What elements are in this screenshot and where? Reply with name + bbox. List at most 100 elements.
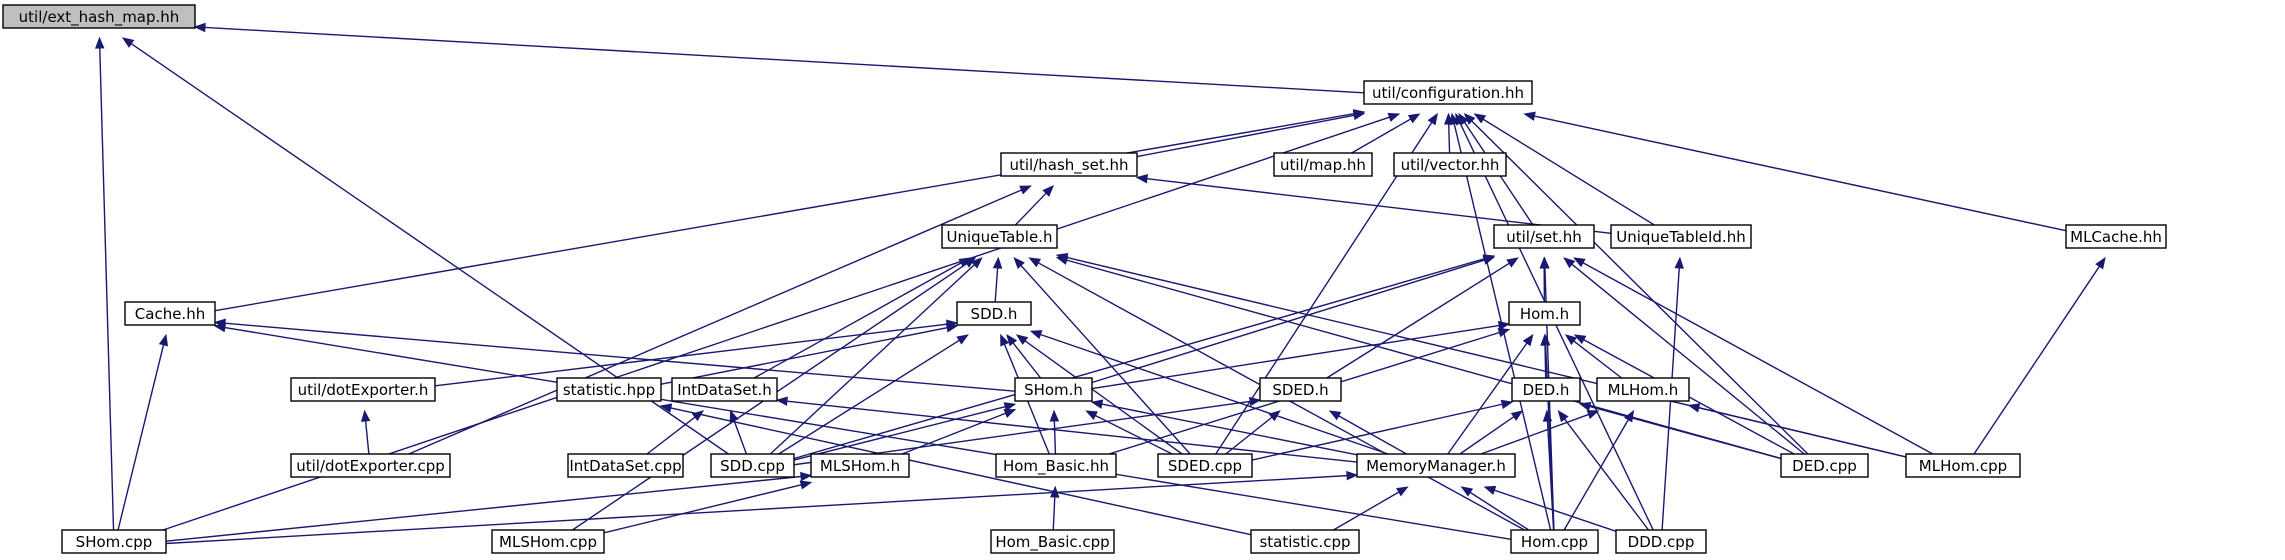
- node-box[interactable]: [61, 529, 167, 554]
- edge-line: [224, 322, 1016, 392]
- edge-dotexporter_cpp-to-hash_set: [408, 185, 1032, 455]
- node-box[interactable]: [1273, 152, 1373, 177]
- node-box[interactable]: [1905, 453, 2021, 478]
- edge-line: [1091, 324, 1500, 390]
- node-box[interactable]: [556, 377, 662, 402]
- node-label: SDD.h: [971, 305, 1018, 323]
- node-intdataset_cpp[interactable]: IntDataSet.cpp: [567, 453, 684, 478]
- node-hash_set[interactable]: util/hash_set.hh: [1000, 152, 1138, 177]
- node-box[interactable]: [1511, 377, 1581, 402]
- node-cache[interactable]: Cache.hh: [124, 301, 216, 326]
- node-box[interactable]: [810, 453, 910, 478]
- node-ddd_cpp[interactable]: DDD.cpp: [1615, 529, 1707, 554]
- node-ded_h[interactable]: DED.h: [1511, 377, 1581, 402]
- edge-arrowhead: [1564, 334, 1578, 346]
- edge-line: [1333, 491, 1400, 531]
- node-ded_cpp[interactable]: DED.cpp: [1780, 453, 1869, 478]
- node-box[interactable]: [290, 453, 451, 478]
- node-sdd_cpp[interactable]: SDD.cpp: [710, 453, 795, 478]
- edge-arrowhead: [1028, 257, 1042, 268]
- node-box[interactable]: [124, 301, 216, 326]
- node-box[interactable]: [1596, 377, 1690, 402]
- edge-hom_basic_cpp-to-hom_basic_hh: [1050, 485, 1060, 531]
- edge-line: [1459, 416, 1515, 455]
- edge-line: [1469, 491, 1530, 531]
- node-box[interactable]: [990, 529, 1115, 554]
- node-box[interactable]: [567, 453, 684, 478]
- edge-arrowhead: [1483, 485, 1497, 495]
- node-box[interactable]: [1363, 80, 1533, 105]
- node-uniquetable[interactable]: UniqueTable.h: [941, 224, 1058, 249]
- node-hom_h[interactable]: Hom.h: [1508, 301, 1581, 326]
- node-box[interactable]: [1508, 301, 1581, 326]
- node-box[interactable]: [1250, 529, 1360, 554]
- node-label: Cache.hh: [135, 305, 205, 323]
- node-box[interactable]: [1000, 152, 1138, 177]
- node-set[interactable]: util/set.hh: [1493, 224, 1595, 249]
- node-box[interactable]: [2065, 224, 2167, 249]
- edge-arrowhead: [1015, 334, 1029, 345]
- node-box[interactable]: [995, 453, 1117, 478]
- node-box[interactable]: [1780, 453, 1869, 478]
- edge-mlhom_cpp-to-mlhom_h: [1687, 403, 1907, 458]
- node-box[interactable]: [1615, 529, 1707, 554]
- node-box[interactable]: [1493, 224, 1595, 249]
- edge-line: [660, 327, 948, 385]
- node-box[interactable]: [1610, 224, 1752, 249]
- node-sdd_h[interactable]: SDD.h: [956, 301, 1032, 326]
- edge-ddd_cpp-to-configuration: [1455, 112, 1654, 531]
- node-dotexporter_cpp[interactable]: util/dotExporter.cpp: [290, 453, 451, 478]
- node-label: SHom.h: [1024, 381, 1083, 399]
- node-hom_basic_cpp[interactable]: Hom_Basic.cpp: [990, 529, 1115, 554]
- node-box[interactable]: [671, 377, 778, 402]
- node-box[interactable]: [1356, 453, 1516, 478]
- edge-sded_cpp-to-sded_h: [1225, 410, 1281, 455]
- node-box[interactable]: [1014, 377, 1093, 402]
- node-box[interactable]: [2, 4, 196, 29]
- edge-line: [1020, 264, 1191, 455]
- edge-shom_cpp-to-mlshom_h: [165, 471, 813, 542]
- node-uniquetableid[interactable]: UniqueTableId.hh: [1610, 224, 1752, 249]
- edge-arrowhead: [121, 37, 135, 48]
- node-sded_h[interactable]: SDED.h: [1259, 377, 1342, 402]
- node-box[interactable]: [941, 224, 1058, 249]
- node-sded_cpp[interactable]: SDED.cpp: [1157, 453, 1253, 478]
- node-intdataset_h[interactable]: IntDataSet.h: [671, 377, 778, 402]
- node-configuration[interactable]: util/configuration.hh: [1363, 80, 1533, 105]
- edge-arrowhead: [1346, 470, 1359, 481]
- node-mlhom_h[interactable]: MLHom.h: [1596, 377, 1690, 402]
- node-vector[interactable]: util/vector.hh: [1393, 152, 1507, 177]
- edge-uniquetable-to-hash_set: [1014, 185, 1055, 226]
- edge-arrowhead: [1497, 328, 1511, 338]
- node-hom_cpp[interactable]: Hom.cpp: [1510, 529, 1599, 554]
- node-mlshom_h[interactable]: MLSHom.h: [810, 453, 910, 478]
- node-box[interactable]: [1510, 529, 1599, 554]
- node-box[interactable]: [1393, 152, 1507, 177]
- edge-line: [1582, 262, 1934, 455]
- node-dotexporter_h[interactable]: util/dotExporter.h: [290, 377, 436, 402]
- edge-arrowhead: [1463, 113, 1476, 125]
- edge-line: [1471, 120, 1809, 455]
- edge-line: [224, 326, 1512, 541]
- node-mlhom_cpp[interactable]: MLHom.cpp: [1905, 453, 2021, 478]
- node-mlshom_cpp[interactable]: MLSHom.cpp: [491, 529, 605, 554]
- node-statistic_cpp[interactable]: statistic.cpp: [1250, 529, 1360, 554]
- node-hom_basic_hh[interactable]: Hom_Basic.hh: [995, 453, 1117, 478]
- node-ext_hash_map[interactable]: util/ext_hash_map.hh: [2, 4, 196, 29]
- node-box[interactable]: [710, 453, 795, 478]
- node-box[interactable]: [956, 301, 1032, 326]
- node-box[interactable]: [491, 529, 605, 554]
- node-mlcache[interactable]: MLCache.hh: [2065, 224, 2167, 249]
- edge-arrowhead: [1042, 185, 1055, 197]
- node-box[interactable]: [290, 377, 436, 402]
- edge-arrowhead: [1135, 174, 1148, 184]
- node-shom_cpp[interactable]: SHom.cpp: [61, 529, 167, 554]
- edge-line: [793, 405, 1006, 461]
- node-box[interactable]: [1157, 453, 1253, 478]
- node-box[interactable]: [1259, 377, 1342, 402]
- node-statistic_hpp[interactable]: statistic.hpp: [556, 377, 662, 402]
- node-shom_h[interactable]: SHom.h: [1014, 377, 1093, 402]
- edge-arrowhead: [1049, 409, 1060, 422]
- node-memorymanager_h[interactable]: MemoryManager.h: [1356, 453, 1516, 478]
- node-map[interactable]: util/map.hh: [1273, 152, 1373, 177]
